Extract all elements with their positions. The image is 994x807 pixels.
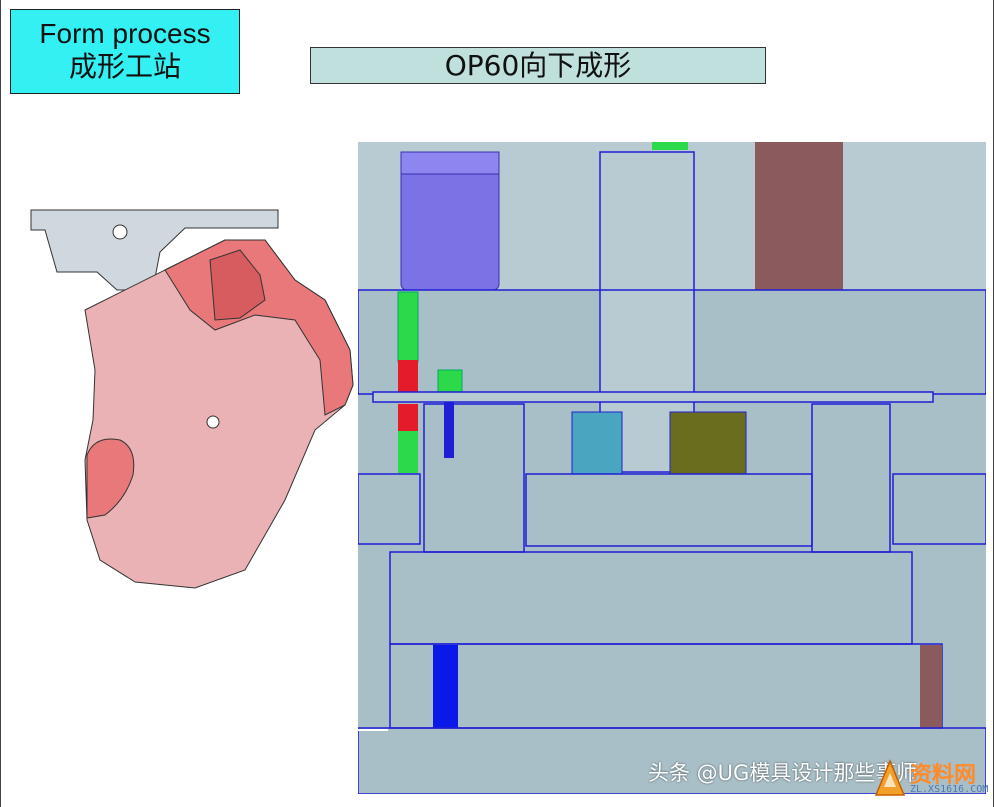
- tiger-logo-icon: [874, 759, 906, 796]
- guide-red-upper: [398, 360, 418, 395]
- part-pocket: [86, 438, 135, 519]
- pilot-hole: [112, 224, 128, 240]
- brown-block-bottom: [920, 645, 942, 728]
- station-title-box: Form process 成形工站: [10, 9, 240, 94]
- brown-block-top: [755, 142, 843, 290]
- formed-part-illustration: [30, 209, 354, 589]
- part-rib: [209, 249, 266, 321]
- part-hole: [206, 415, 220, 429]
- watermark-text: 头条 @UG模具设计那些事师: [648, 761, 918, 785]
- guide-green-upper: [397, 291, 419, 363]
- blue-post: [433, 645, 458, 728]
- station-title-english: Form process: [39, 18, 211, 49]
- guide-red-lower: [398, 404, 418, 431]
- pad-cyan: [571, 411, 623, 475]
- logo-name: 资料网: [910, 763, 977, 788]
- slide-border-left: [0, 0, 1, 807]
- die-section-view: [358, 142, 986, 794]
- operation-label: OP60向下成形: [310, 47, 766, 84]
- pad-olive: [669, 411, 747, 475]
- guide-green-lower: [398, 431, 418, 473]
- punch-top-green: [652, 142, 688, 150]
- lower-block-left: [358, 473, 421, 545]
- white-gap: [358, 729, 388, 731]
- stripper-plate: [372, 391, 934, 403]
- logo-url: ZL.XS1616.COM: [910, 784, 989, 795]
- spring-cap: [400, 151, 500, 175]
- station-title-chinese: 成形工站: [68, 50, 181, 83]
- bolt-head: [437, 369, 463, 393]
- bolt-shank: [444, 392, 454, 458]
- site-logo: 资料网 ZL.XS1616.COM: [872, 755, 988, 801]
- base-plate: [358, 727, 986, 794]
- lower-block-right: [892, 473, 986, 545]
